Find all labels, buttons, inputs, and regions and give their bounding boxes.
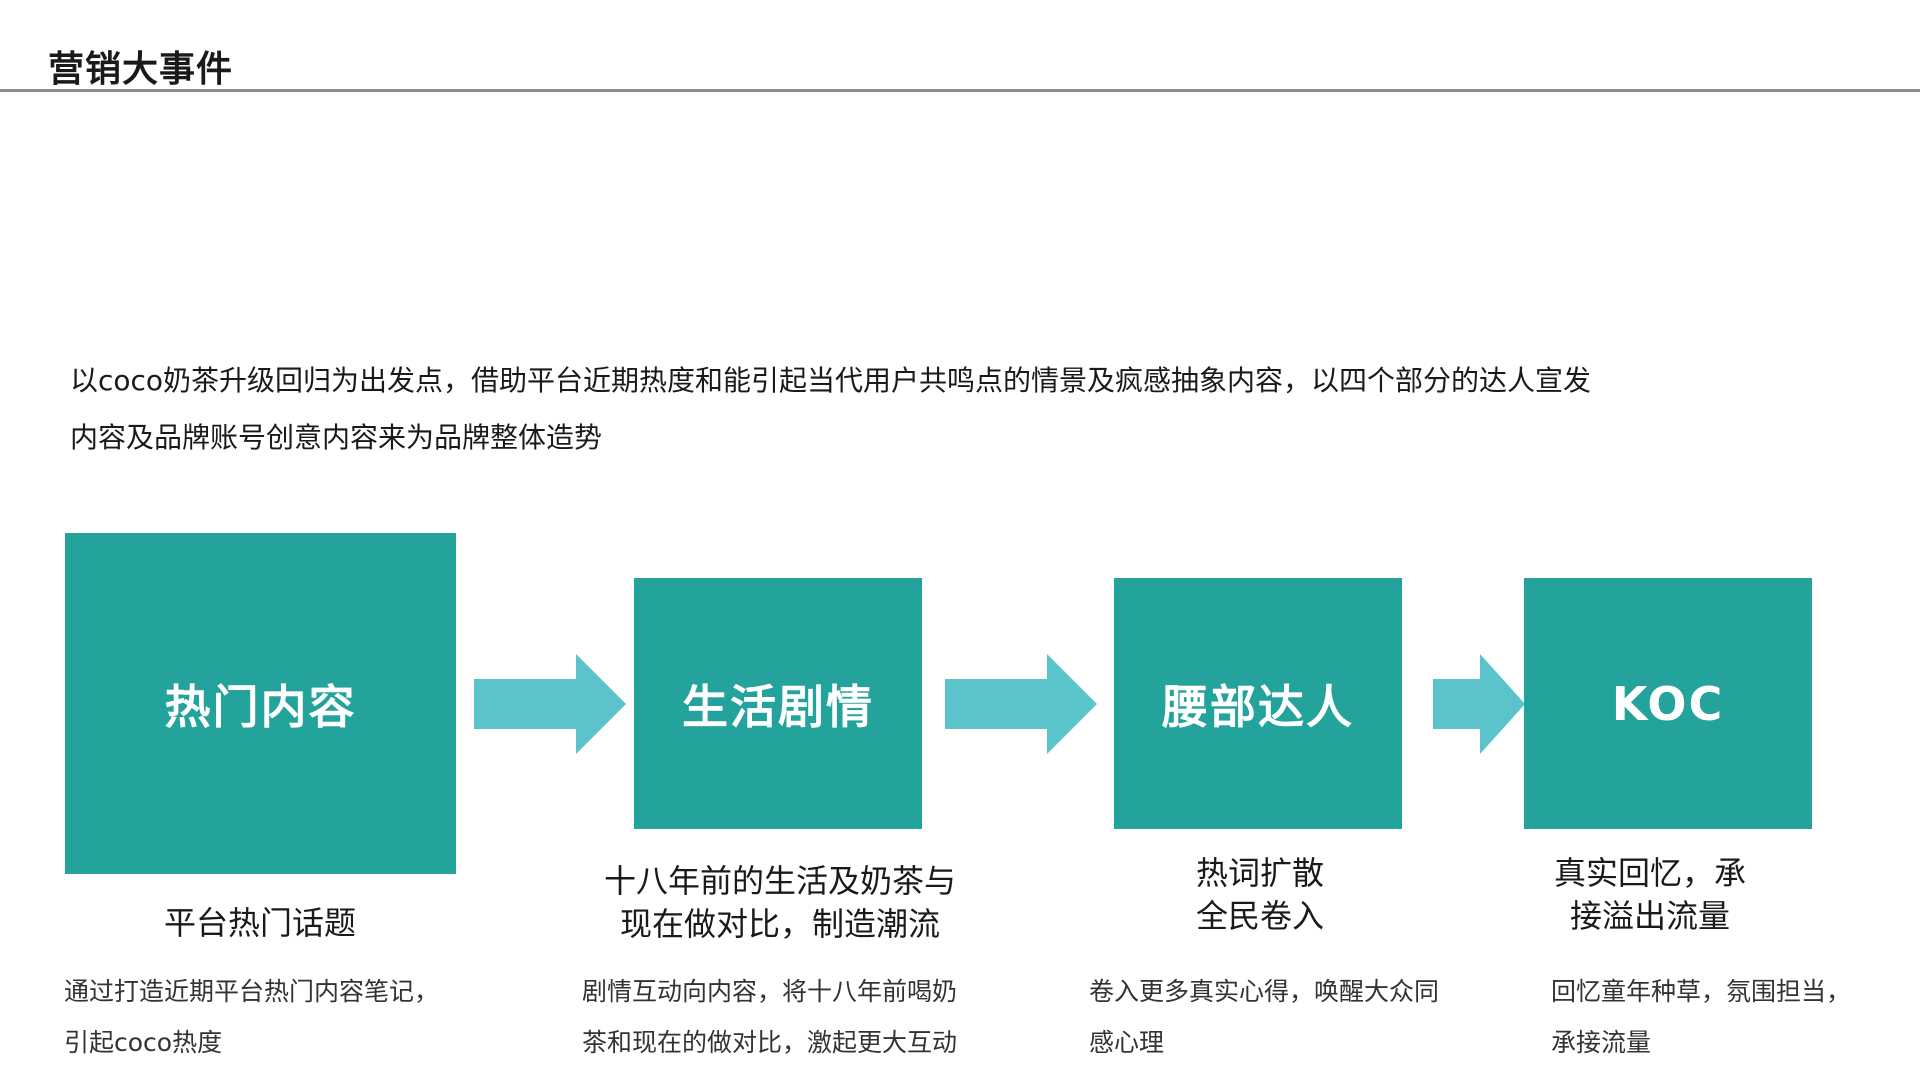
arrow-right-icon xyxy=(945,654,1097,754)
title-divider xyxy=(0,89,1920,92)
stage-label: 生活剧情 xyxy=(682,679,874,734)
subtitle-line: 接溢出流量 xyxy=(1569,897,1730,935)
page-title: 营销大事件 xyxy=(48,49,234,90)
stage-subtitle: 热词扩散 全民卷入 xyxy=(1110,852,1410,938)
subtitle-line: 全民卷入 xyxy=(1195,897,1324,935)
stage-subtitle: 十八年前的生活及奶茶与 现在做对比，制造潮流 xyxy=(560,860,1000,946)
arrow-right-icon xyxy=(474,654,626,754)
stage-label: 热门内容 xyxy=(164,679,357,734)
stage-description: 通过打造近期平台热门内容笔记， 引起coco热度 xyxy=(64,966,439,1068)
stage-box-life-drama: 生活剧情 xyxy=(634,578,922,829)
description-line: 承接流量 xyxy=(1551,1028,1652,1057)
subtitle-line: 平台热门话题 xyxy=(163,904,356,942)
stage-description: 卷入更多真实心得，唤醒大众同 感心理 xyxy=(1089,966,1439,1068)
stage-box-mid-tier-influencers: 腰部达人 xyxy=(1114,578,1402,829)
description-line: 剧情互动向内容，将十八年前喝奶 xyxy=(582,977,958,1006)
subtitle-line: 热词扩散 xyxy=(1195,854,1324,892)
subtitle-line: 十八年前的生活及奶茶与 xyxy=(603,862,956,900)
description-line: 卷入更多真实心得，唤醒大众同 xyxy=(1089,977,1440,1006)
description-line: 感心理 xyxy=(1089,1028,1165,1057)
intro-line-2: 内容及品牌账号创意内容来为品牌整体造势 xyxy=(70,421,603,454)
description-line: 回忆童年种草，氛围担当， xyxy=(1551,977,1852,1006)
stage-subtitle: 平台热门话题 xyxy=(80,902,440,945)
description-line: 引起coco热度 xyxy=(64,1028,223,1057)
stage-label: 腰部达人 xyxy=(1162,679,1354,734)
description-line: 通过打造近期平台热门内容笔记， xyxy=(64,977,440,1006)
description-line: 茶和现在的做对比，激起更大互动 xyxy=(582,1028,958,1057)
stage-label: KOC xyxy=(1611,676,1725,731)
stage-description: 回忆童年种草，氛围担当， 承接流量 xyxy=(1551,966,1851,1068)
stage-box-hot-content: 热门内容 xyxy=(65,533,456,874)
intro-line-1: 以coco奶茶升级回归为出发点，借助平台近期热度和能引起当代用户共鸣点的情景及疯… xyxy=(70,364,1592,397)
stage-description: 剧情互动向内容，将十八年前喝奶 茶和现在的做对比，激起更大互动 xyxy=(582,966,957,1068)
stage-subtitle: 真实回忆，承 接溢出流量 xyxy=(1500,852,1800,938)
stage-box-koc: KOC xyxy=(1524,578,1812,829)
arrow-right-icon xyxy=(1433,654,1525,754)
subtitle-line: 真实回忆，承 xyxy=(1553,854,1746,892)
subtitle-line: 现在做对比，制造潮流 xyxy=(619,905,940,943)
intro-text: 以coco奶茶升级回归为出发点，借助平台近期热度和能引起当代用户共鸣点的情景及疯… xyxy=(70,352,1850,466)
